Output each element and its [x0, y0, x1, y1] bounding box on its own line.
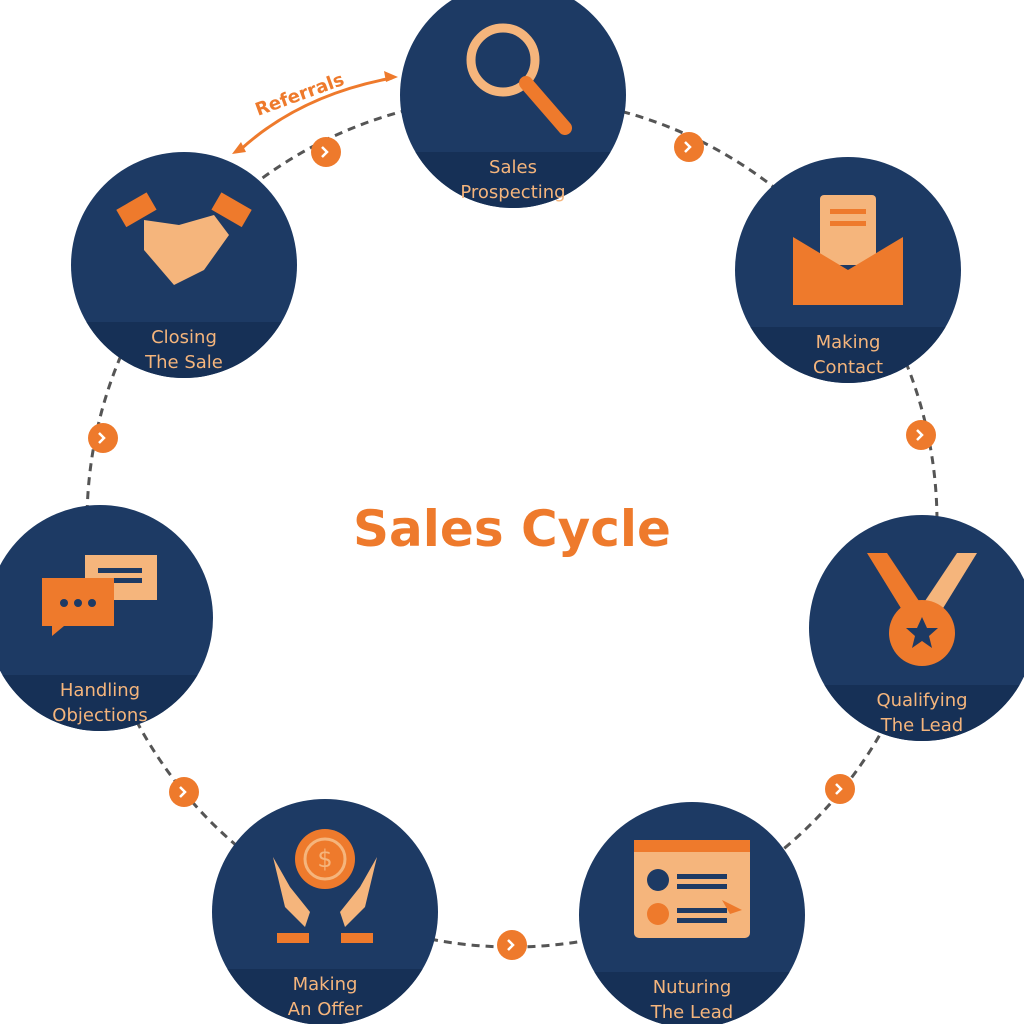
stage-label-line2: Prospecting	[460, 182, 565, 203]
stage-label-line1: Nuturing	[653, 977, 732, 998]
stage-label-line2: The Sale	[144, 352, 223, 373]
stage-label-line2: The Lead	[650, 1002, 733, 1023]
svg-text:$: $	[317, 845, 332, 873]
magnifier-icon	[466, 23, 572, 135]
stage-label-line1: Handling	[60, 680, 140, 701]
referrals-arrow: Referrals	[232, 69, 398, 154]
connector-dot	[311, 137, 341, 167]
connector-dot	[906, 420, 936, 450]
handshake-icon	[116, 192, 252, 285]
diagram-title: Sales Cycle	[353, 500, 671, 558]
stage-label-line2: Contact	[813, 357, 883, 378]
stage-label-line2: The Lead	[880, 715, 963, 736]
stage-label-line1: Making	[293, 974, 358, 995]
connector-dot	[169, 777, 199, 807]
connector-dot	[825, 774, 855, 804]
stage-label-line1: Qualifying	[876, 690, 967, 711]
stage-label-line2: Objections	[52, 705, 147, 726]
stage-label-line2: An Offer	[288, 999, 363, 1020]
stage-label-line1: Sales	[489, 157, 537, 178]
medal-icon	[867, 553, 977, 666]
webpage-icon	[634, 840, 750, 938]
connector-dot	[497, 930, 527, 960]
stage-label-line1: Closing	[151, 327, 217, 348]
chat-bubbles-icon	[42, 555, 157, 636]
connector-dot	[674, 132, 704, 162]
envelope-icon	[793, 195, 903, 305]
connector-dot	[88, 423, 118, 453]
stage-making-an-offer: $ Making An Offer	[212, 799, 438, 1024]
stage-label-line1: Making	[816, 332, 881, 353]
hands-coin-icon: $	[273, 829, 377, 943]
